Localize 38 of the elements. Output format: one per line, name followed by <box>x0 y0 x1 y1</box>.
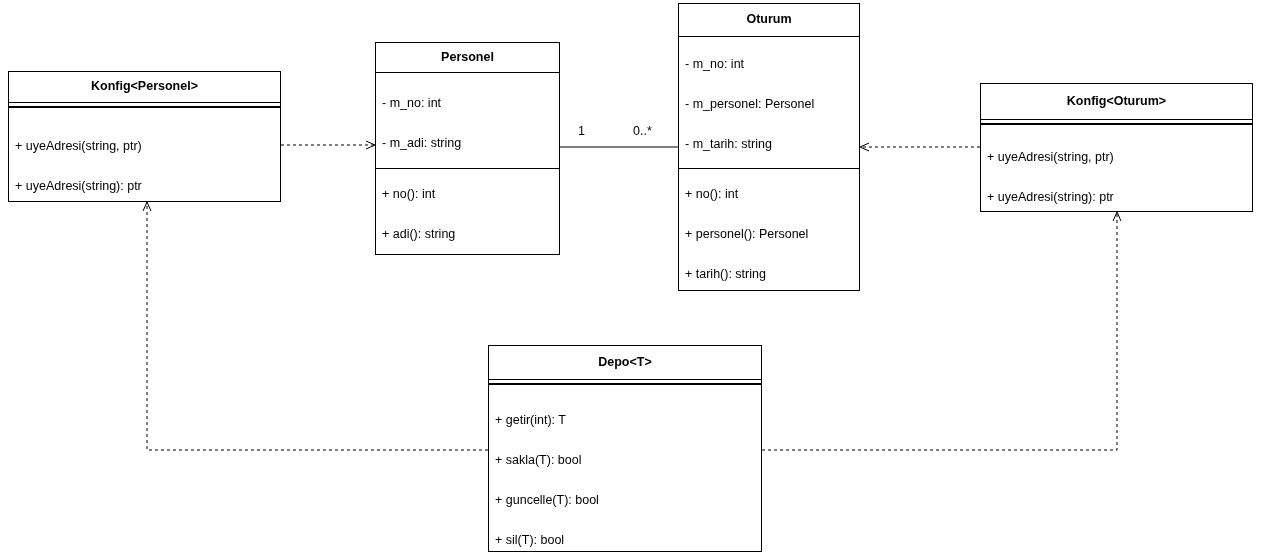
class-member: - m_no: int <box>684 56 745 73</box>
class-member: + sakla(T): bool <box>494 452 582 469</box>
dependency-arrow <box>280 140 376 150</box>
empty-compartment <box>489 379 761 384</box>
class-member: - m_tarih: string <box>684 136 772 153</box>
class-member: + uyeAdresi(string): ptr <box>986 189 1114 206</box>
class-name: Depo<T> <box>597 355 653 369</box>
class-member: - m_no: int <box>381 95 442 112</box>
class-box <box>375 42 560 255</box>
class-member: + adi(): string <box>381 226 456 243</box>
class-member: + uyeAdresi(string, ptr) <box>986 149 1114 166</box>
class-box <box>488 345 762 552</box>
class-member: - m_personel: Personel <box>684 96 815 113</box>
class-member: + sil(T): bool <box>494 532 565 549</box>
class-member: + no(): int <box>381 186 436 203</box>
class-box <box>980 83 1253 212</box>
class-member: + guncelle(T): bool <box>494 492 599 509</box>
class-member: + getir(int): T <box>494 412 566 429</box>
empty-compartment <box>9 102 280 107</box>
empty-compartment <box>981 119 1252 124</box>
class-name: Konfig<Oturum> <box>1065 94 1168 108</box>
association-line <box>559 146 679 148</box>
dependency-arrow <box>761 211 1122 451</box>
class-member: + no(): int <box>684 186 739 203</box>
class-box <box>678 3 860 291</box>
class-member: + uyeAdresi(string): ptr <box>14 178 142 195</box>
multiplicity-label: 0..* <box>633 124 652 138</box>
class-box <box>8 71 281 202</box>
class-member: + uyeAdresi(string, ptr) <box>14 138 142 155</box>
multiplicity-label: 1 <box>578 124 585 138</box>
class-name: Konfig<Personel> <box>90 79 199 93</box>
dependency-arrow <box>859 142 981 152</box>
class-member: + tarih(): string <box>684 266 766 283</box>
class-name: Oturum <box>745 12 793 26</box>
class-member: - m_adi: string <box>381 135 462 152</box>
dependency-arrow <box>142 201 489 451</box>
class-member: + personel(): Personel <box>684 226 809 243</box>
class-name: Personel <box>440 50 495 64</box>
